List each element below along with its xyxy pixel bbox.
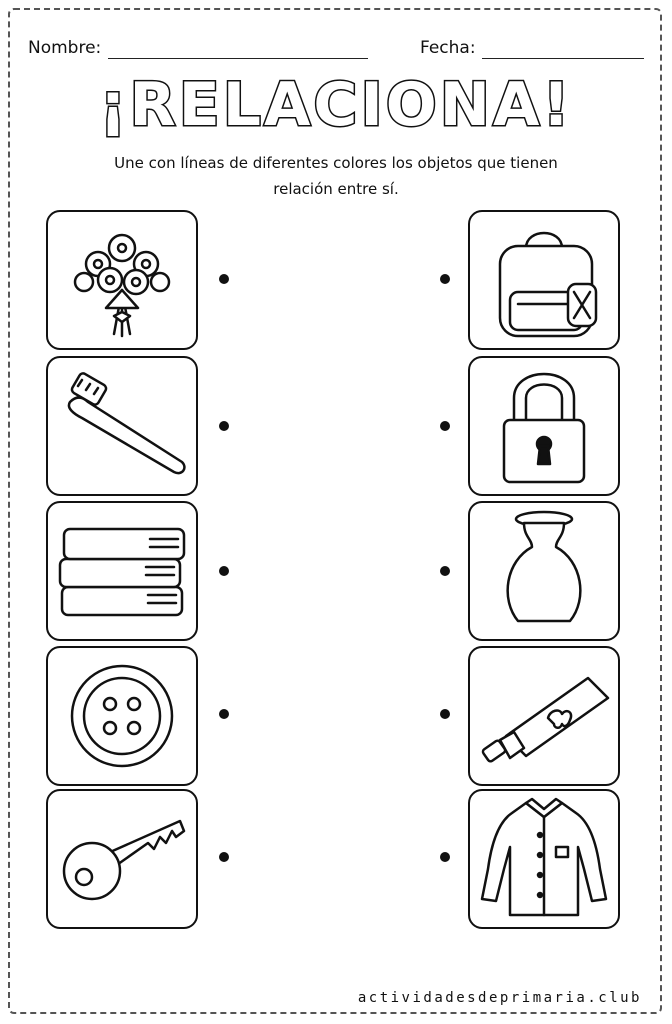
footer-site: actividadesdeprimaria.club [357, 990, 642, 1006]
card-shirt [468, 789, 620, 929]
right-dot-5[interactable] [440, 852, 450, 862]
date-line[interactable] [482, 58, 644, 59]
right-dot-1[interactable] [440, 274, 450, 284]
right-dot-4[interactable] [440, 709, 450, 719]
right-dot-2[interactable] [440, 421, 450, 431]
left-dot-2[interactable] [219, 421, 229, 431]
flower-bouquet-icon [73, 233, 171, 338]
card-button [46, 646, 198, 786]
card-backpack [468, 210, 620, 350]
toothbrush-icon [67, 372, 186, 475]
shirt-icon [480, 797, 608, 917]
name-line[interactable] [108, 58, 368, 59]
right-dot-3[interactable] [440, 566, 450, 576]
card-flower-bouquet [46, 210, 198, 350]
card-padlock [468, 356, 620, 496]
page-border [8, 8, 662, 1014]
left-dot-1[interactable] [219, 274, 229, 284]
left-dot-4[interactable] [219, 709, 229, 719]
padlock-icon [502, 372, 586, 484]
card-books [46, 501, 198, 641]
vase-icon [506, 510, 582, 623]
instructions-line-2: relación entre sí. [273, 180, 399, 198]
card-toothpaste [468, 646, 620, 786]
backpack-icon [498, 231, 598, 338]
card-vase [468, 501, 620, 641]
date-label: Fecha: [420, 38, 476, 58]
books-icon [58, 527, 186, 617]
page-title: ¡RELACIONA! [98, 69, 573, 142]
toothpaste-icon [481, 676, 610, 763]
instructions-line-1: Une con líneas de diferentes colores los… [114, 154, 558, 172]
card-toothbrush [46, 356, 198, 496]
button-icon [70, 664, 174, 768]
left-dot-3[interactable] [219, 566, 229, 576]
card-key [46, 789, 198, 929]
name-label: Nombre: [28, 38, 102, 58]
key-icon [62, 819, 186, 901]
left-dot-5[interactable] [219, 852, 229, 862]
instructions: Une con líneas de diferentes colores los… [96, 150, 576, 202]
